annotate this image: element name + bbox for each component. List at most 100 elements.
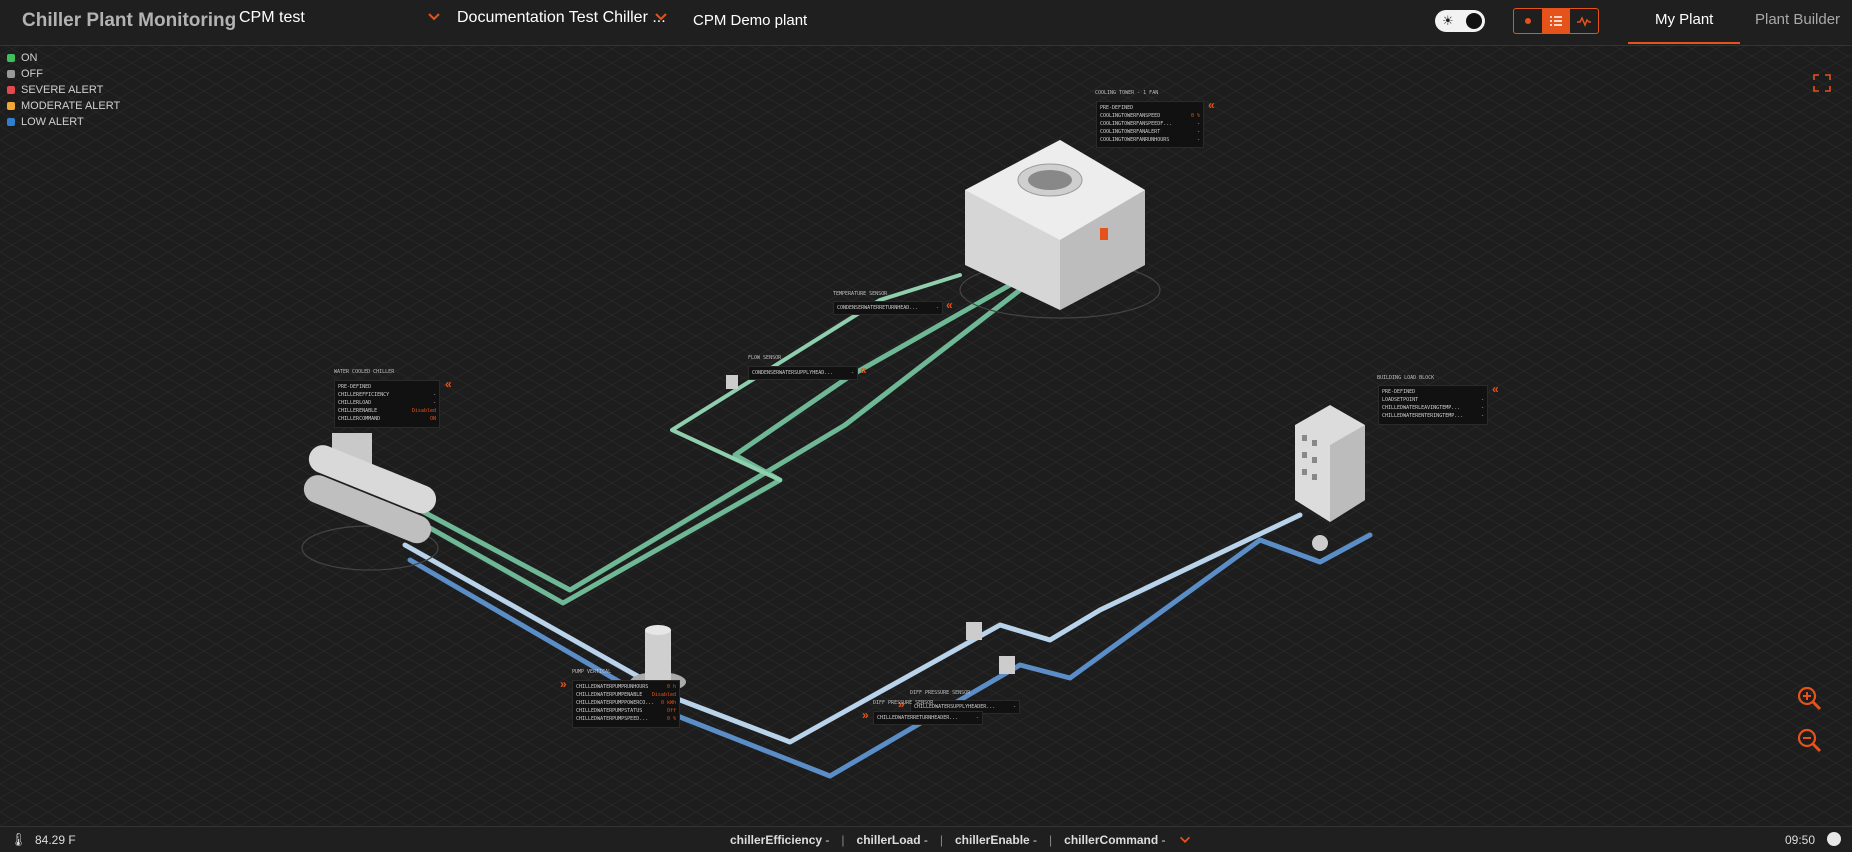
building-panel: PRE-DEFINED LOADSETPOINT- CHILLEDWATERLE… xyxy=(1378,385,1488,425)
collapse-panel-icon[interactable]: « xyxy=(445,377,452,391)
panel-row: COOLINGTOWERFANSPEEDF...- xyxy=(1100,121,1200,127)
building-load-block[interactable] xyxy=(1295,405,1365,522)
fullscreen-icon[interactable] xyxy=(1813,74,1831,92)
outdoor-temperature: 84.29 F xyxy=(35,833,76,847)
flow-sensor-panel: CONDENSERWATERSUPPLYHEAD...- xyxy=(748,366,858,380)
param-separator: | xyxy=(939,833,943,847)
panel-row: CHILLEDWATERPUMPPOWERCO...0 kWh xyxy=(576,700,676,706)
diff-pressure-sensor-1[interactable] xyxy=(966,622,982,640)
cooling-tower[interactable] xyxy=(959,140,1161,319)
status-bar: 🌡︎ 84.29 F chillerEfficiency - | chiller… xyxy=(0,826,1852,852)
expand-panel-icon[interactable]: » xyxy=(898,697,905,711)
legend-item-off: OFF xyxy=(7,66,120,82)
param-item: chillerLoad - xyxy=(856,833,928,847)
panel-row: CHILLEDWATERSUPPLYHEADER...- xyxy=(914,704,1016,710)
chilled-return-pipe xyxy=(407,532,1373,779)
panel-row: CHILLEDWATERLEAVINGTEMP...- xyxy=(1382,405,1484,411)
view-mode-dot-button[interactable] xyxy=(1514,9,1542,33)
collapse-panel-icon[interactable]: « xyxy=(1492,382,1499,396)
tab-plant-builder[interactable]: Plant Builder xyxy=(1755,11,1841,28)
condenser-return-pipe-top xyxy=(670,273,962,482)
pump-panel-title: PUMP VERTICAL xyxy=(572,669,612,675)
expand-panel-icon[interactable]: » xyxy=(862,708,869,722)
legend-item-severe-alert: SEVERE ALERT xyxy=(7,82,120,98)
collapse-panel-icon[interactable]: « xyxy=(1208,98,1215,112)
thermometer-icon: 🌡︎ xyxy=(10,832,27,847)
panel-row: PRE-DEFINED xyxy=(1382,389,1416,395)
panel-row: CHILLEDWATERRETURNHEADER...- xyxy=(877,715,979,721)
expand-panel-icon[interactable]: » xyxy=(560,677,567,691)
active-tab-indicator xyxy=(1628,42,1740,44)
view-mode-wave-button[interactable] xyxy=(1570,9,1598,33)
param-separator: | xyxy=(1049,833,1053,847)
chevron-down-icon[interactable] xyxy=(1178,833,1192,847)
building-sensor[interactable] xyxy=(1312,535,1328,551)
panel-row: COOLINGTOWERFANRUNHOURS- xyxy=(1100,137,1200,143)
toggle-knob xyxy=(1466,13,1482,29)
chevron-down-icon xyxy=(428,13,440,21)
chiller-panel: PRE-DEFINED CHILLEREFFICIENCY- CHILLERLO… xyxy=(334,380,440,428)
chiller-dropdown[interactable]: Documentation Test Chiller ... xyxy=(457,9,667,27)
panel-row: CHILLEDWATERENTERINGTEMP...- xyxy=(1382,413,1484,419)
wave-icon xyxy=(1577,16,1591,27)
diff-pressure-panel-2: CHILLEDWATERRETURNHEADER...- xyxy=(873,711,983,725)
panel-row: CONDENSERWATERSUPPLYHEAD...- xyxy=(752,370,854,376)
panel-row: CONDENSERWATERRETURNHEAD...- xyxy=(837,305,939,311)
clock-time: 09:50 xyxy=(1785,833,1816,847)
chiller-panel-title: WATER COOLED CHILLER xyxy=(334,369,395,375)
collapse-panel-icon[interactable]: « xyxy=(860,363,867,377)
condenser-supply-pipe xyxy=(417,287,1023,593)
app-title: Chiller Plant Monitoring xyxy=(22,10,237,31)
param-item: chillerEfficiency - xyxy=(730,833,830,847)
site-dropdown[interactable]: CPM test xyxy=(239,9,440,27)
sun-icon: ☀ xyxy=(1442,13,1454,28)
chiller-dropdown-value: Documentation Test Chiller ... xyxy=(457,9,666,26)
legend-item-low-alert: LOW ALERT xyxy=(7,114,120,130)
temperature-sensor-panel-title: TEMPERATURE SENSOR xyxy=(833,291,888,297)
diff-pressure-panel-title-1: DIFF PRESSURE SENSOR xyxy=(910,690,971,696)
panel-row: PRE-DEFINED xyxy=(1100,105,1134,111)
flow-sensor[interactable] xyxy=(726,375,738,389)
legend-swatch xyxy=(7,70,15,78)
tab-my-plant[interactable]: My Plant xyxy=(1655,11,1714,28)
panel-row: PRE-DEFINED xyxy=(338,384,372,390)
zoom-out-icon[interactable] xyxy=(1796,727,1822,753)
list-icon xyxy=(1550,16,1562,26)
water-cooled-chiller[interactable] xyxy=(300,433,441,571)
diff-pressure-sensor-2[interactable] xyxy=(999,656,1015,674)
panel-row: CHILLEDWATERPUMPSPEED...0 % xyxy=(576,716,676,722)
chevron-down-icon xyxy=(655,13,667,21)
clock-icon xyxy=(1827,832,1841,846)
tower-alert-indicator xyxy=(1100,228,1108,240)
site-dropdown-value: CPM test xyxy=(239,9,305,26)
plant-canvas[interactable] xyxy=(0,46,1852,826)
legend-item-moderate-alert: MODERATE ALERT xyxy=(7,98,120,114)
chilled-supply-pipe xyxy=(402,512,1303,745)
cooling-tower-panel-title: COOLING TOWER - 1 FAN xyxy=(1095,90,1159,96)
param-item: chillerCommand - xyxy=(1064,833,1166,847)
collapse-panel-icon[interactable]: « xyxy=(946,298,953,312)
theme-toggle[interactable]: ☀ xyxy=(1435,10,1485,32)
panel-row: CHILLERLOAD- xyxy=(338,400,436,406)
flow-sensor-panel-title: FLOW SENSOR xyxy=(748,355,782,361)
view-mode-list-button[interactable] xyxy=(1542,9,1570,33)
plant-name: CPM Demo plant xyxy=(693,12,808,29)
legend-swatch xyxy=(7,102,15,110)
dot-icon xyxy=(1525,18,1531,24)
status-legend: ON OFF SEVERE ALERT MODERATE ALERT LOW A… xyxy=(7,50,120,130)
view-mode-group xyxy=(1513,8,1599,34)
legend-swatch xyxy=(7,86,15,94)
top-bar: Chiller Plant Monitoring CPM test Docume… xyxy=(0,0,1852,46)
building-panel-title: BUILDING LOAD BLOCK xyxy=(1377,375,1435,381)
diff-pressure-panel-title-2: DIFF PRESSURE SENSOR xyxy=(873,700,934,706)
zoom-in-icon[interactable] xyxy=(1796,685,1822,711)
temperature-sensor-panel: CONDENSERWATERRETURNHEAD...- xyxy=(833,301,943,315)
